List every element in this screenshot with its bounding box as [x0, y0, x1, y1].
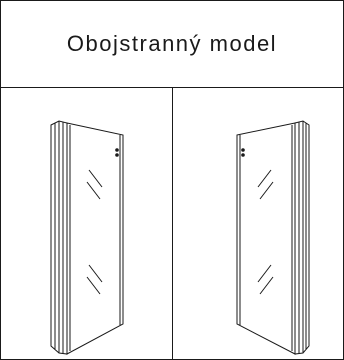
header: Obojstranný model [1, 1, 343, 88]
glass-door-panel-icon [50, 120, 124, 355]
glass-door-panel-icon [236, 120, 310, 355]
panel-cell-right [173, 88, 343, 359]
page-title: Obojstranný model [66, 31, 278, 56]
panel-cell-left [1, 88, 173, 359]
